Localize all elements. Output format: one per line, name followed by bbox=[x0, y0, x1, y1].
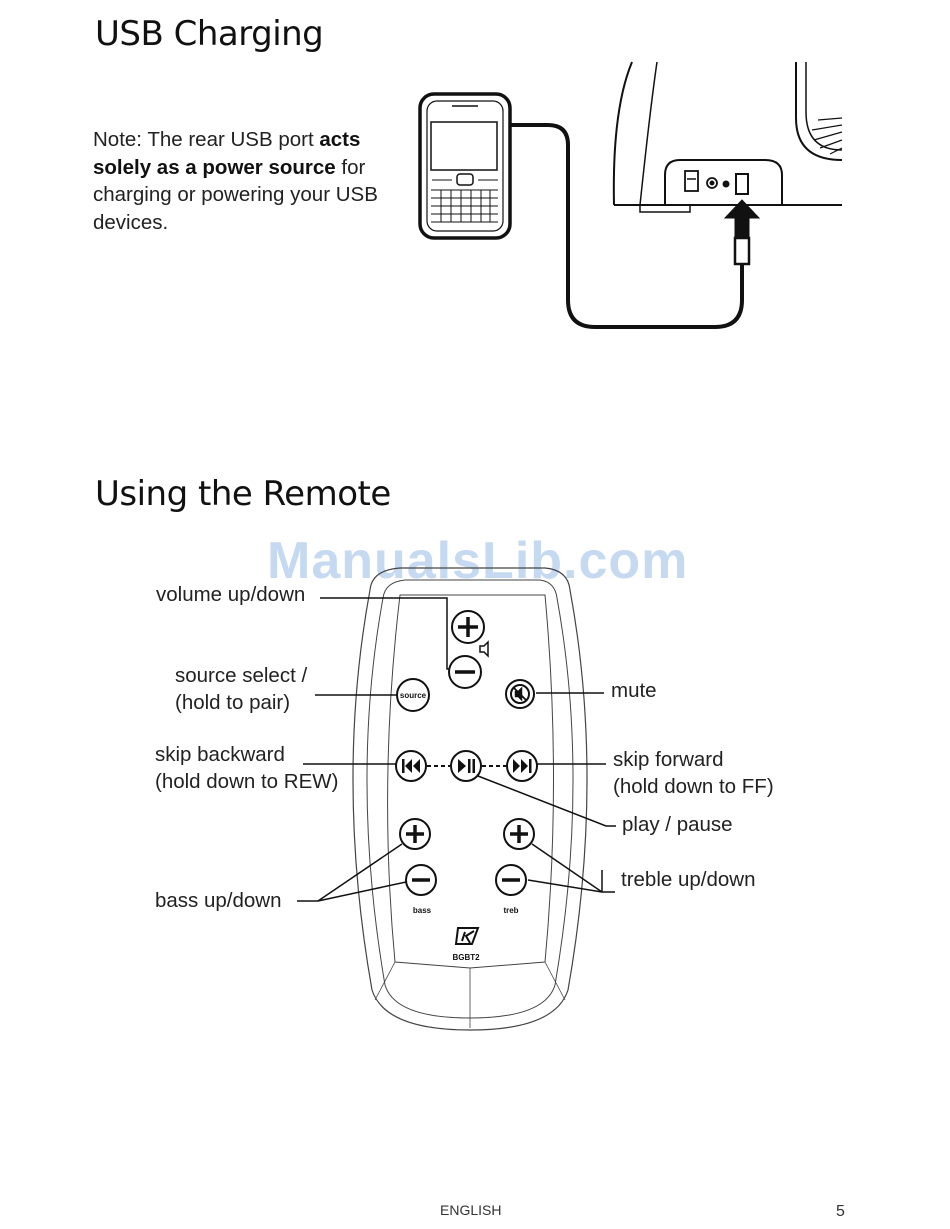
bass-up-icon bbox=[399, 818, 431, 850]
brand-logo-icon bbox=[454, 927, 480, 945]
speaker-illustration bbox=[612, 61, 843, 213]
skip-fwd-label-line1: skip forward bbox=[613, 748, 724, 771]
source-button-label: source bbox=[400, 691, 427, 700]
insert-arrow-icon bbox=[723, 199, 761, 239]
note-prefix: Note: The rear USB port bbox=[93, 128, 320, 151]
source-label-line1: source select / bbox=[175, 664, 308, 687]
source-label-line2: (hold to pair) bbox=[175, 691, 291, 714]
skip-backward-icon bbox=[395, 750, 427, 782]
play-pause-label: play / pause bbox=[622, 813, 733, 836]
volume-down-icon bbox=[448, 655, 482, 689]
play-callout-line bbox=[477, 775, 616, 827]
using-remote-title: Using the Remote bbox=[95, 474, 391, 514]
treb-caption: treb bbox=[503, 906, 518, 915]
treble-label: treble up/down bbox=[621, 868, 756, 891]
note-bold: acts solely as a power source bbox=[93, 128, 361, 179]
play-pause-icon bbox=[450, 750, 482, 782]
treble-up-icon bbox=[503, 818, 535, 850]
mute-label: mute bbox=[611, 679, 657, 702]
bass-callout-line bbox=[297, 843, 403, 902]
footer-language: ENGLISH bbox=[440, 1202, 502, 1218]
bass-down-icon bbox=[405, 864, 437, 896]
mute-icon bbox=[505, 679, 535, 709]
phone-illustration bbox=[418, 92, 512, 240]
skip-back-label-line1: skip backward bbox=[155, 743, 285, 766]
usb-charging-title: USB Charging bbox=[95, 14, 324, 54]
volume-label: volume up/down bbox=[156, 583, 306, 606]
model-label: BGBT2 bbox=[452, 953, 480, 962]
bass-caption: bass bbox=[413, 906, 432, 915]
skip-forward-icon bbox=[506, 750, 538, 782]
speaker-small-icon bbox=[479, 640, 489, 658]
skip-back-label-line2: (hold down to REW) bbox=[155, 770, 339, 793]
remote-outline bbox=[352, 567, 588, 1031]
bass-label: bass up/down bbox=[155, 889, 282, 912]
volume-up-icon bbox=[451, 610, 485, 644]
usb-note: Note: The rear USB port acts solely as a… bbox=[93, 126, 413, 236]
note-suffix: for charging or powering your USB device… bbox=[93, 155, 378, 234]
skip-fwd-label-line2: (hold down to FF) bbox=[613, 775, 774, 798]
page-number: 5 bbox=[836, 1203, 845, 1220]
treble-down-icon bbox=[495, 864, 527, 896]
usb-cable bbox=[510, 123, 744, 329]
volume-callout-line bbox=[320, 597, 449, 670]
